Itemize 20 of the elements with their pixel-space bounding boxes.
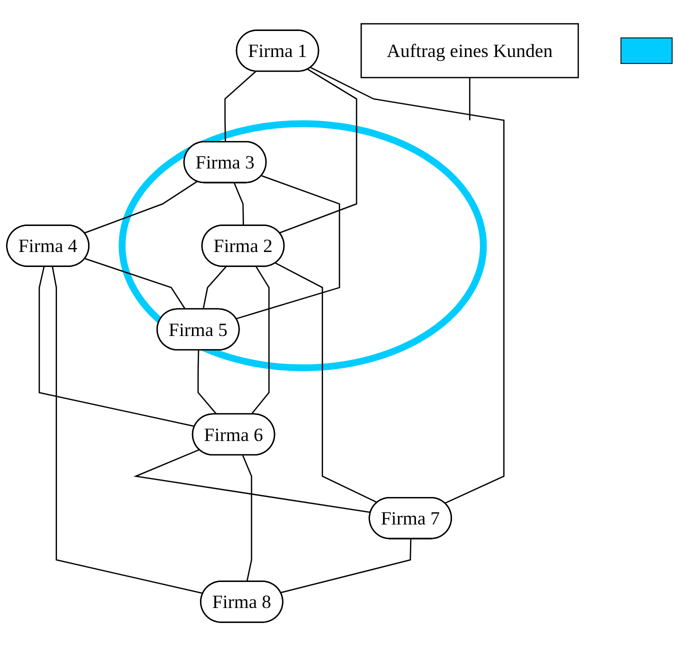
cluster: [118, 120, 487, 372]
connector: [280, 538, 412, 594]
connector: [84, 258, 186, 310]
connector: [133, 449, 371, 514]
connector: [469, 78, 470, 120]
connector: [84, 180, 198, 234]
connector: [197, 350, 218, 415]
connector: [236, 175, 340, 320]
connector: [279, 68, 358, 234]
connector: [38, 266, 195, 428]
connector: [275, 262, 378, 504]
connector: [202, 266, 227, 310]
connector: [310, 66, 505, 504]
connector: [52, 266, 204, 594]
connector: [242, 455, 252, 582]
connector: [250, 266, 270, 415]
connector: [224, 71, 256, 142]
node-box: [620, 37, 673, 64]
connector: [234, 182, 244, 226]
node-box: Auftrag eines Kunden: [360, 23, 579, 78]
